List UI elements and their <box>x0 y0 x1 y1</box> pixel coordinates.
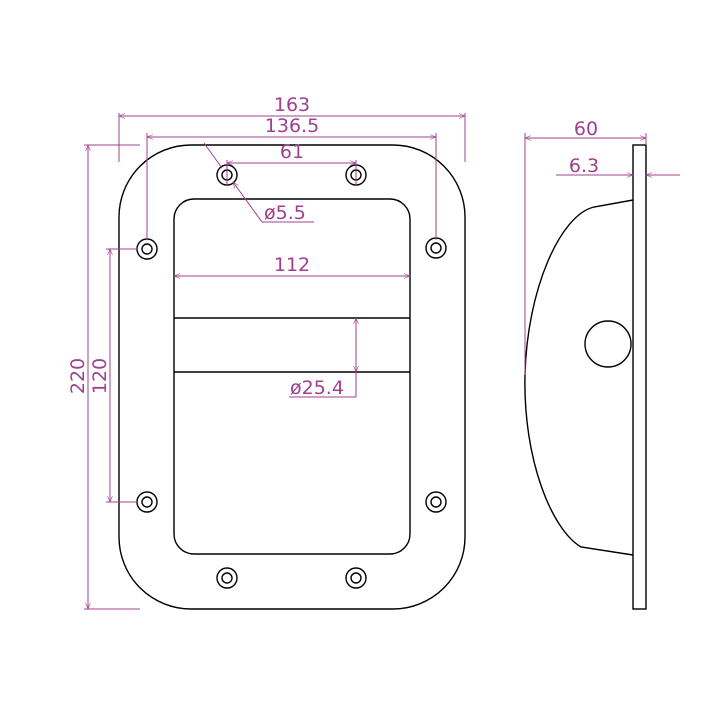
dimension-top-hole-pitch: 61 <box>226 141 357 186</box>
dimension-overall-width: 163 <box>118 94 466 162</box>
dimension-label: ø5.5 <box>264 202 306 224</box>
dimension-depth: 60 <box>524 118 647 375</box>
dimension-label: 120 <box>89 358 111 394</box>
front-view <box>118 144 466 610</box>
handle-pivot-circle <box>584 320 632 368</box>
mounting-hole <box>136 238 158 260</box>
mounting-hole <box>345 567 367 589</box>
dimension-label: 112 <box>274 254 310 276</box>
dimension-handle-diameter: ø25.4 <box>289 317 359 399</box>
dimension-overall-height: 220 <box>67 144 140 610</box>
dimension-label: 163 <box>274 94 310 116</box>
handle-housing-profile <box>524 199 634 556</box>
dimension-hole-pitch-width: 136.5 <box>146 115 437 240</box>
dimension-label: ø25.4 <box>290 377 344 399</box>
mounting-hole <box>425 237 447 259</box>
dimension-label: 136.5 <box>265 115 319 137</box>
dimension-hole-pitch-height: 120 <box>89 248 138 503</box>
dimension-label: 60 <box>574 118 598 140</box>
mounting-hole <box>425 491 447 513</box>
flange-plate-edge <box>632 144 647 610</box>
dimension-label: 6.3 <box>569 155 599 177</box>
dimension-label: 220 <box>67 358 89 394</box>
recess-opening-outline <box>173 198 411 555</box>
dimension-hole-diameter: ø5.5 <box>203 142 314 224</box>
side-view <box>524 144 647 610</box>
dimension-label: 61 <box>280 141 304 163</box>
mounting-hole <box>136 491 158 513</box>
outer-flange-outline <box>118 144 466 610</box>
mounting-hole <box>216 567 238 589</box>
dimension-plate-thickness: 6.3 <box>556 155 680 178</box>
dimension-recess-width: 112 <box>173 254 411 279</box>
